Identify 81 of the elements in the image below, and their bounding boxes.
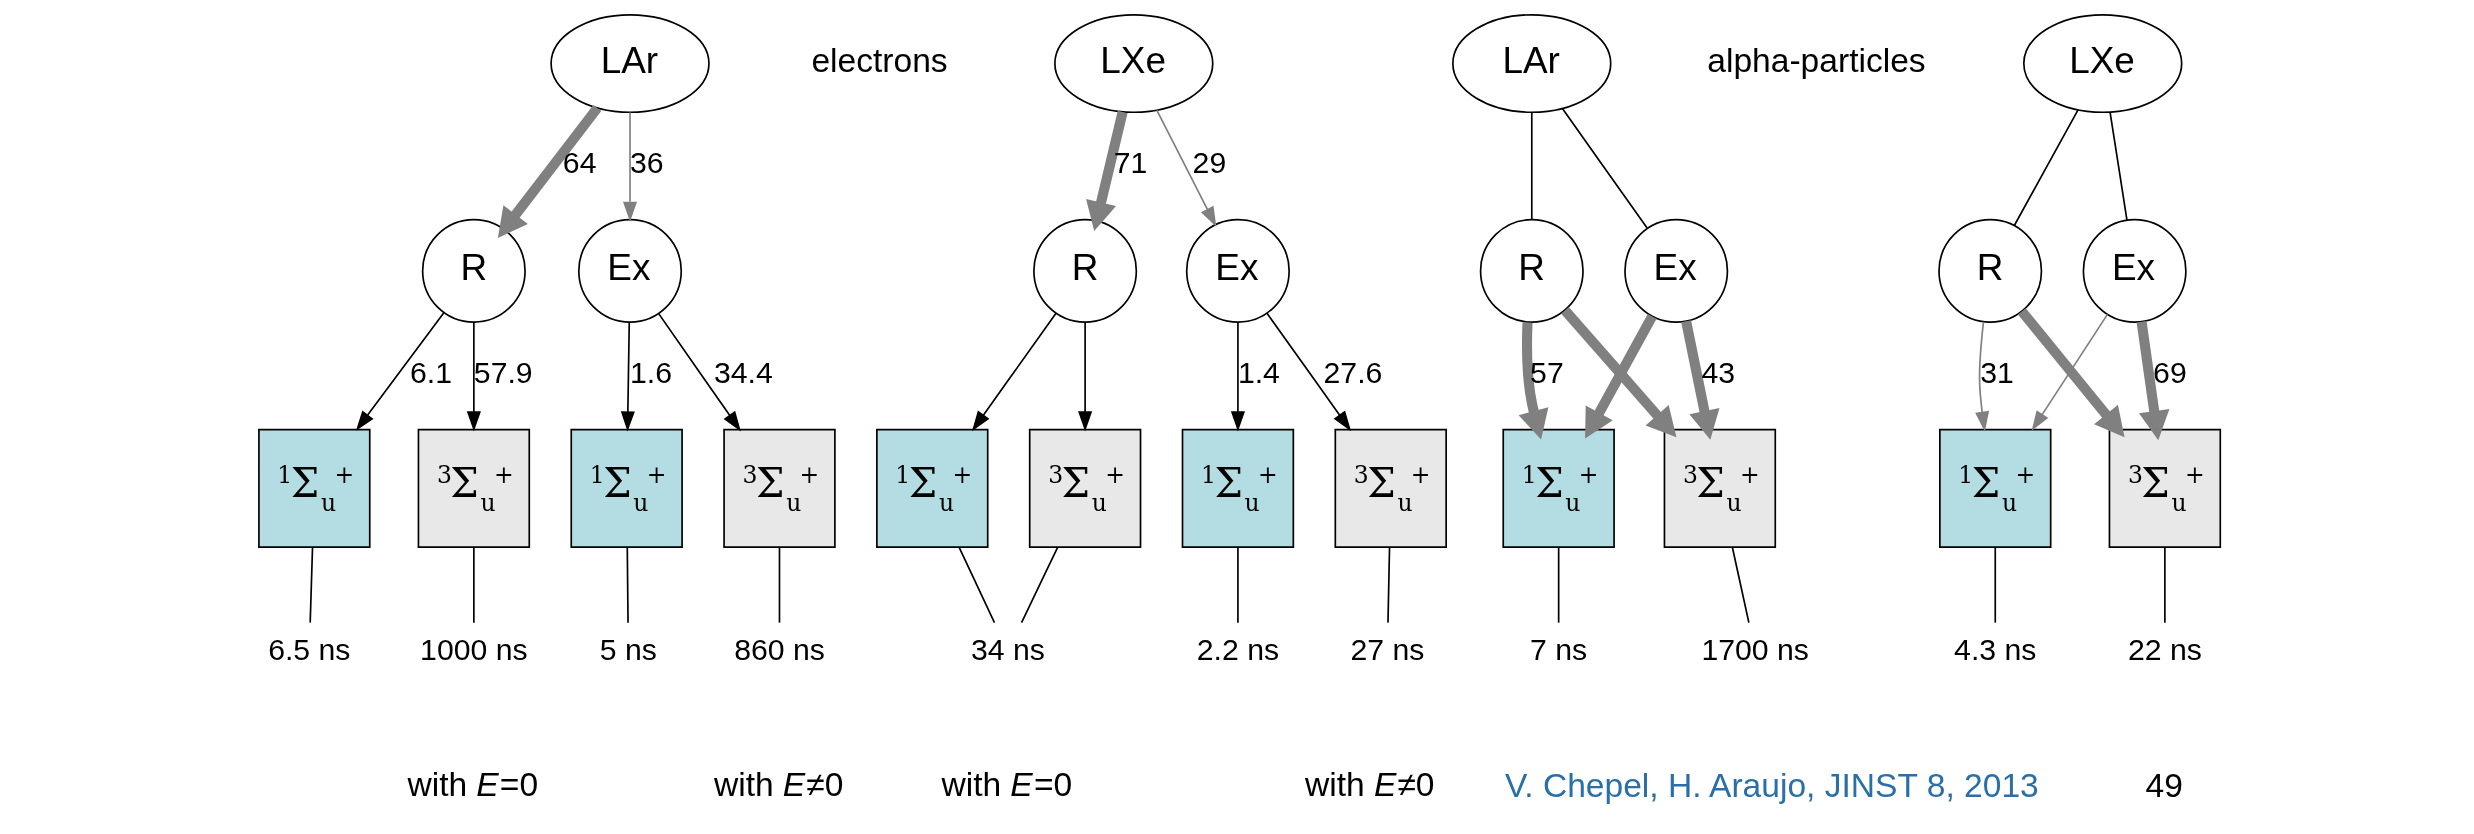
node-text: 860 ns	[733, 633, 825, 667]
label: with E=0	[407, 765, 538, 803]
arrow	[466, 321, 481, 432]
label: V. Chepel, H. Araujo, JINST 8, 2013	[1504, 767, 2039, 805]
node-text: 1700 ns	[1700, 633, 1809, 667]
edge-label: 31	[1979, 356, 2014, 390]
arrow	[622, 111, 637, 222]
label: alpha-particles	[1706, 41, 1926, 79]
arrow	[1680, 320, 1719, 440]
edge-label: 36	[629, 146, 664, 180]
arrow	[1230, 321, 1245, 432]
connector	[2163, 546, 2166, 624]
connector	[625, 546, 629, 624]
arrow	[355, 312, 445, 431]
label: with E=0	[941, 765, 1072, 803]
arrow	[2031, 313, 2108, 431]
node-ellipse: LAr	[549, 14, 710, 114]
connector	[2108, 111, 2128, 221]
connector	[2013, 109, 2079, 227]
edge-label: 34.4	[713, 356, 773, 390]
node-text: 7 ns	[1529, 633, 1587, 667]
label: 49	[2145, 767, 2183, 805]
node-text: 5 ns	[599, 633, 657, 667]
arrow	[2136, 321, 2169, 441]
arrow	[620, 321, 635, 432]
edge-label: 69	[2152, 356, 2187, 390]
connector	[472, 546, 475, 624]
edge-label: 6.1	[409, 356, 452, 390]
connector	[1386, 546, 1390, 624]
edge-label: 71	[1113, 146, 1147, 180]
node-text: 1000 ns	[419, 633, 528, 667]
arrow	[1085, 110, 1128, 232]
arrow	[971, 312, 1057, 432]
connector	[1993, 546, 1996, 624]
node-circle: Ex	[1623, 218, 1728, 323]
node-circle: R	[1479, 218, 1584, 323]
node-text: 4.3 ns	[1953, 633, 2036, 667]
edge-label: 1.4	[1237, 356, 1280, 390]
arrow	[1518, 322, 1548, 440]
label: electrons	[810, 41, 948, 79]
arrow	[1077, 321, 1092, 432]
edge-label: 64	[562, 146, 596, 180]
node-circle: Ex	[2082, 218, 2187, 323]
node-circle: R	[1032, 218, 1137, 323]
connector	[1557, 546, 1559, 624]
label: with E≠0	[713, 765, 843, 803]
node-circle: Ex	[577, 218, 682, 323]
connector	[957, 546, 995, 624]
connector	[1561, 107, 1648, 229]
arrow	[1265, 312, 1351, 432]
arrow	[657, 313, 741, 432]
node-circle: R	[421, 218, 526, 323]
node-text: 27 ns	[1349, 633, 1424, 667]
connector	[1020, 546, 1058, 624]
arrow	[1560, 307, 1676, 438]
node-circle: R	[1937, 218, 2042, 323]
node-text: 6.5 ns	[267, 633, 350, 667]
edge-label: 1.6	[629, 356, 672, 390]
arrow	[1584, 314, 1657, 439]
edge-label: 29	[1192, 146, 1226, 180]
node-ellipse: LAr	[1451, 14, 1612, 114]
connector	[308, 546, 313, 624]
arrow	[2017, 308, 2125, 438]
edge-label: 57.9	[473, 356, 533, 390]
connector	[1530, 111, 1533, 221]
node-circle: Ex	[1185, 218, 1290, 323]
node-text: 34 ns	[970, 633, 1045, 667]
edge-label: 57	[1529, 356, 1564, 390]
node-text: 2.2 ns	[1196, 633, 1279, 667]
connector	[1731, 546, 1750, 624]
connector	[1236, 546, 1239, 624]
node-ellipse: LXe	[1053, 14, 1214, 114]
arrow	[1974, 321, 1989, 432]
edge-label: 43	[1700, 356, 1735, 390]
node-ellipse: LXe	[2022, 14, 2182, 114]
connector	[778, 546, 780, 624]
arrow	[497, 104, 601, 238]
label: with E≠0	[1304, 765, 1435, 803]
arrow	[1155, 109, 1216, 228]
node-text: 22 ns	[2127, 633, 2202, 667]
edge-label: 27.6	[1323, 356, 1382, 390]
